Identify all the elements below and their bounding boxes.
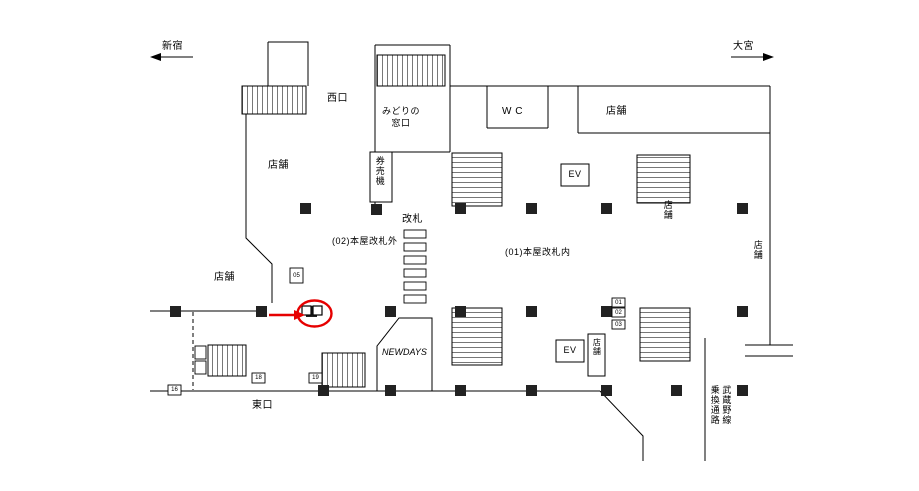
ad-box-02 xyxy=(611,307,626,318)
wc-label: W C xyxy=(502,106,523,117)
highlight-arrow-icon xyxy=(269,310,305,320)
musashino-transfer-label: 武蔵野線 乗換通路 xyxy=(709,385,732,425)
stairs-bottom-left xyxy=(207,344,247,377)
shop-top-right-label: 店舗 xyxy=(606,106,627,117)
ad-position-number-05: 05 xyxy=(293,273,300,279)
stairs-top-middle xyxy=(376,54,446,87)
ad-box-18 xyxy=(251,372,266,384)
stairs-right-top xyxy=(636,154,691,204)
newdays-shop-outline xyxy=(376,317,433,392)
west-exit-label: 西口 xyxy=(327,93,348,104)
shop-near-elevator-box xyxy=(587,333,606,377)
escalator-marker xyxy=(194,345,207,360)
elevator-upper-label: EV xyxy=(568,169,582,179)
ticket-machines-label: 券売機 xyxy=(374,156,385,186)
escalator-marker xyxy=(194,360,207,375)
ad-position-number-03: 03 xyxy=(615,322,622,328)
stairs-mid-left xyxy=(451,152,503,207)
stairs-bottom-middle xyxy=(321,352,366,388)
escalator-markers xyxy=(194,345,207,375)
stairs-right-bottom xyxy=(639,307,691,362)
ad-position-number-02: 02 xyxy=(615,310,622,316)
elevator-lower-box xyxy=(555,339,585,363)
ticket-gate-machines xyxy=(403,229,427,304)
direction-label-omiya: 大宮 xyxy=(733,41,754,52)
arrow-right-icon xyxy=(731,53,774,61)
east-exit-label: 東口 xyxy=(252,400,273,411)
elevator-lower-label: EV xyxy=(563,345,577,355)
ticket-machine-box xyxy=(369,151,393,203)
ad-position-number-19: 19 xyxy=(312,375,319,381)
pillars xyxy=(170,203,748,396)
ad-box-01 xyxy=(611,297,626,308)
newdays-label: NEWDAYS xyxy=(382,347,427,357)
outside-gate-zone-label: (02)本屋改札外 xyxy=(332,236,398,246)
ticket-gate-label: 改札 xyxy=(402,214,423,225)
ad-position-number-16: 16 xyxy=(171,387,178,393)
ad-box-03 xyxy=(611,319,626,330)
direction-label-shinjuku: 新宿 xyxy=(162,41,183,52)
stairs-top-left xyxy=(241,85,307,115)
shop-near-elevator-label: 店舗 xyxy=(592,338,602,356)
ad-box-highlighted xyxy=(301,305,312,316)
inside-gate-zone-label: (01)本屋改札内 xyxy=(505,247,571,257)
ad-box-05 xyxy=(289,267,304,284)
outer-walls xyxy=(150,41,793,461)
shop-far-right-label: 店舗 xyxy=(752,240,763,260)
ad-box-16 xyxy=(167,384,182,396)
shop-left-upper-label: 店舗 xyxy=(268,160,289,171)
stairs-mid-bottom xyxy=(451,307,503,366)
midori-office-label: みどりの 窓口 xyxy=(381,106,420,128)
shop-right-stairs-label: 店舗 xyxy=(662,200,673,220)
inner-walls xyxy=(375,86,770,153)
arrow-left-icon xyxy=(150,53,193,61)
ad-position-boxes xyxy=(167,267,626,396)
ad-position-number-18: 18 xyxy=(255,375,262,381)
ad-box-19 xyxy=(308,372,323,384)
shop-left-mid-label: 店舗 xyxy=(214,272,235,283)
stairs-group xyxy=(207,54,691,388)
ad-box-highlighted xyxy=(312,305,323,316)
elevator-upper-box xyxy=(560,163,590,187)
ad-position-number-01: 01 xyxy=(615,300,622,306)
